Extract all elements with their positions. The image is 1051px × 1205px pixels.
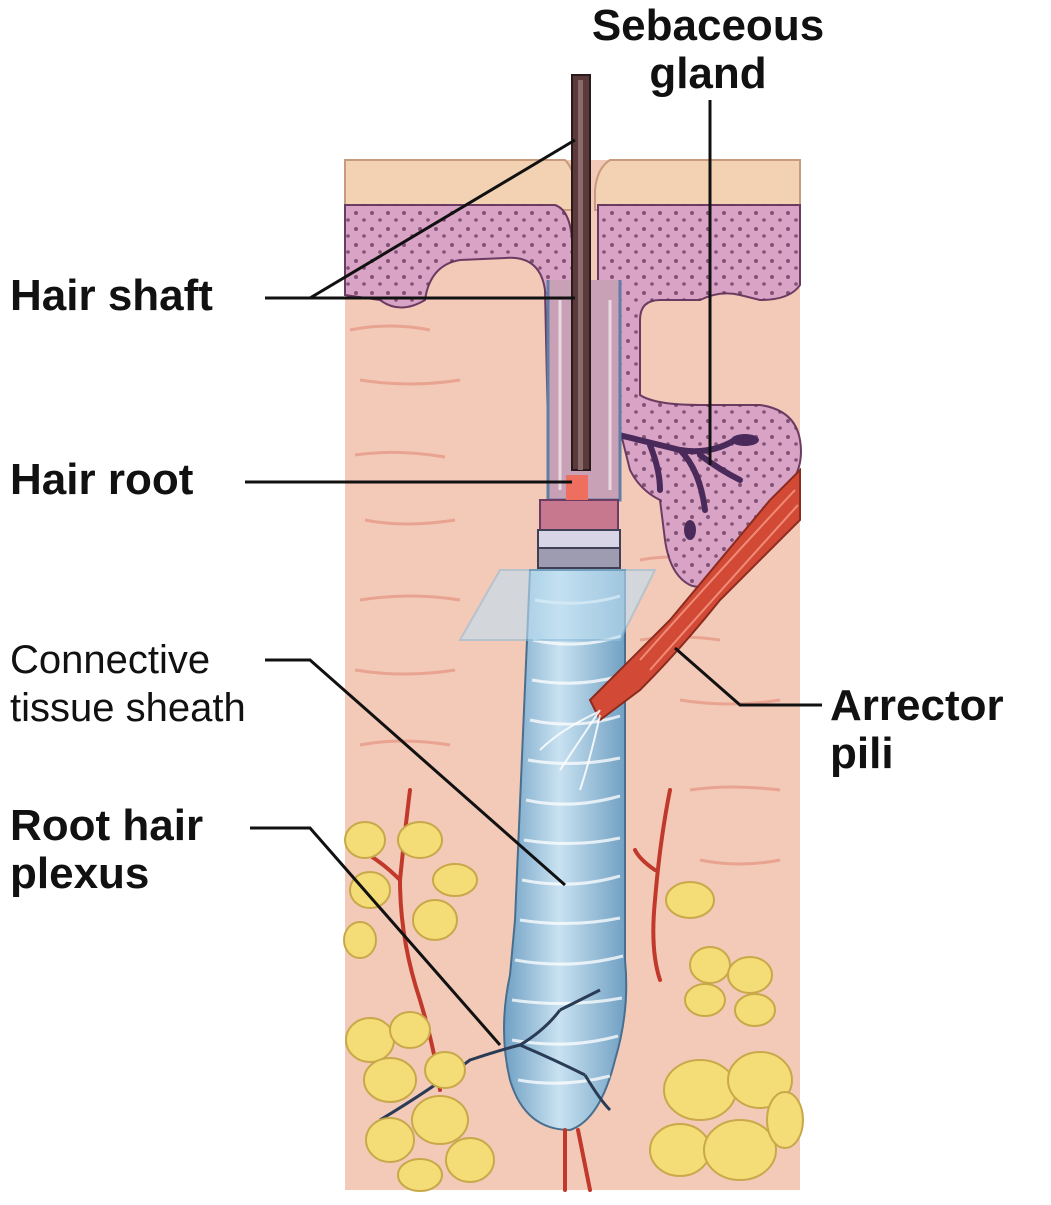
label-arrector-pili: Arrector pili [830, 682, 1004, 778]
hair-root-matrix [539, 499, 619, 531]
label-hair-shaft-line1: Hair shaft [10, 271, 213, 320]
label-sebaceous-gland: Sebaceous gland [563, 2, 853, 98]
cross-section-plane [458, 569, 657, 641]
adipose-fat-cells [343, 821, 804, 1192]
label-arrector-pili-line2: pili [830, 729, 894, 778]
label-connective-tissue-sheath-line1: Connective [10, 638, 211, 682]
label-sebaceous-gland-line2: gland [649, 49, 767, 98]
stratum-corneum-right [594, 159, 801, 211]
label-hair-root: Hair root [10, 456, 193, 504]
leader-lines [245, 100, 822, 1046]
label-hair-root-line1: Hair root [10, 455, 194, 504]
label-root-hair-plexus-line2: plexus [10, 849, 150, 898]
leader-arrector-pili [674, 646, 822, 707]
label-root-hair-plexus-line1: Root hair [10, 801, 204, 850]
label-arrector-pili-line1: Arrector [830, 681, 1004, 730]
label-root-hair-plexus: Root hair plexus [10, 802, 203, 898]
label-hair-shaft: Hair shaft [10, 272, 213, 320]
dermis-texture [349, 324, 781, 866]
label-connective-tissue-sheath: Connective tissue sheath [10, 636, 246, 732]
stratum-corneum [344, 159, 576, 211]
leader-connective-tissue-sheath [265, 658, 566, 887]
label-connective-tissue-sheath-line2: tissue sheath [10, 686, 246, 730]
label-sebaceous-gland-line1: Sebaceous [591, 1, 825, 50]
leader-root-hair-plexus [250, 826, 502, 1046]
root-hair-plexus-nerves [379, 988, 612, 1122]
sebaceous-ducts [595, 427, 743, 513]
